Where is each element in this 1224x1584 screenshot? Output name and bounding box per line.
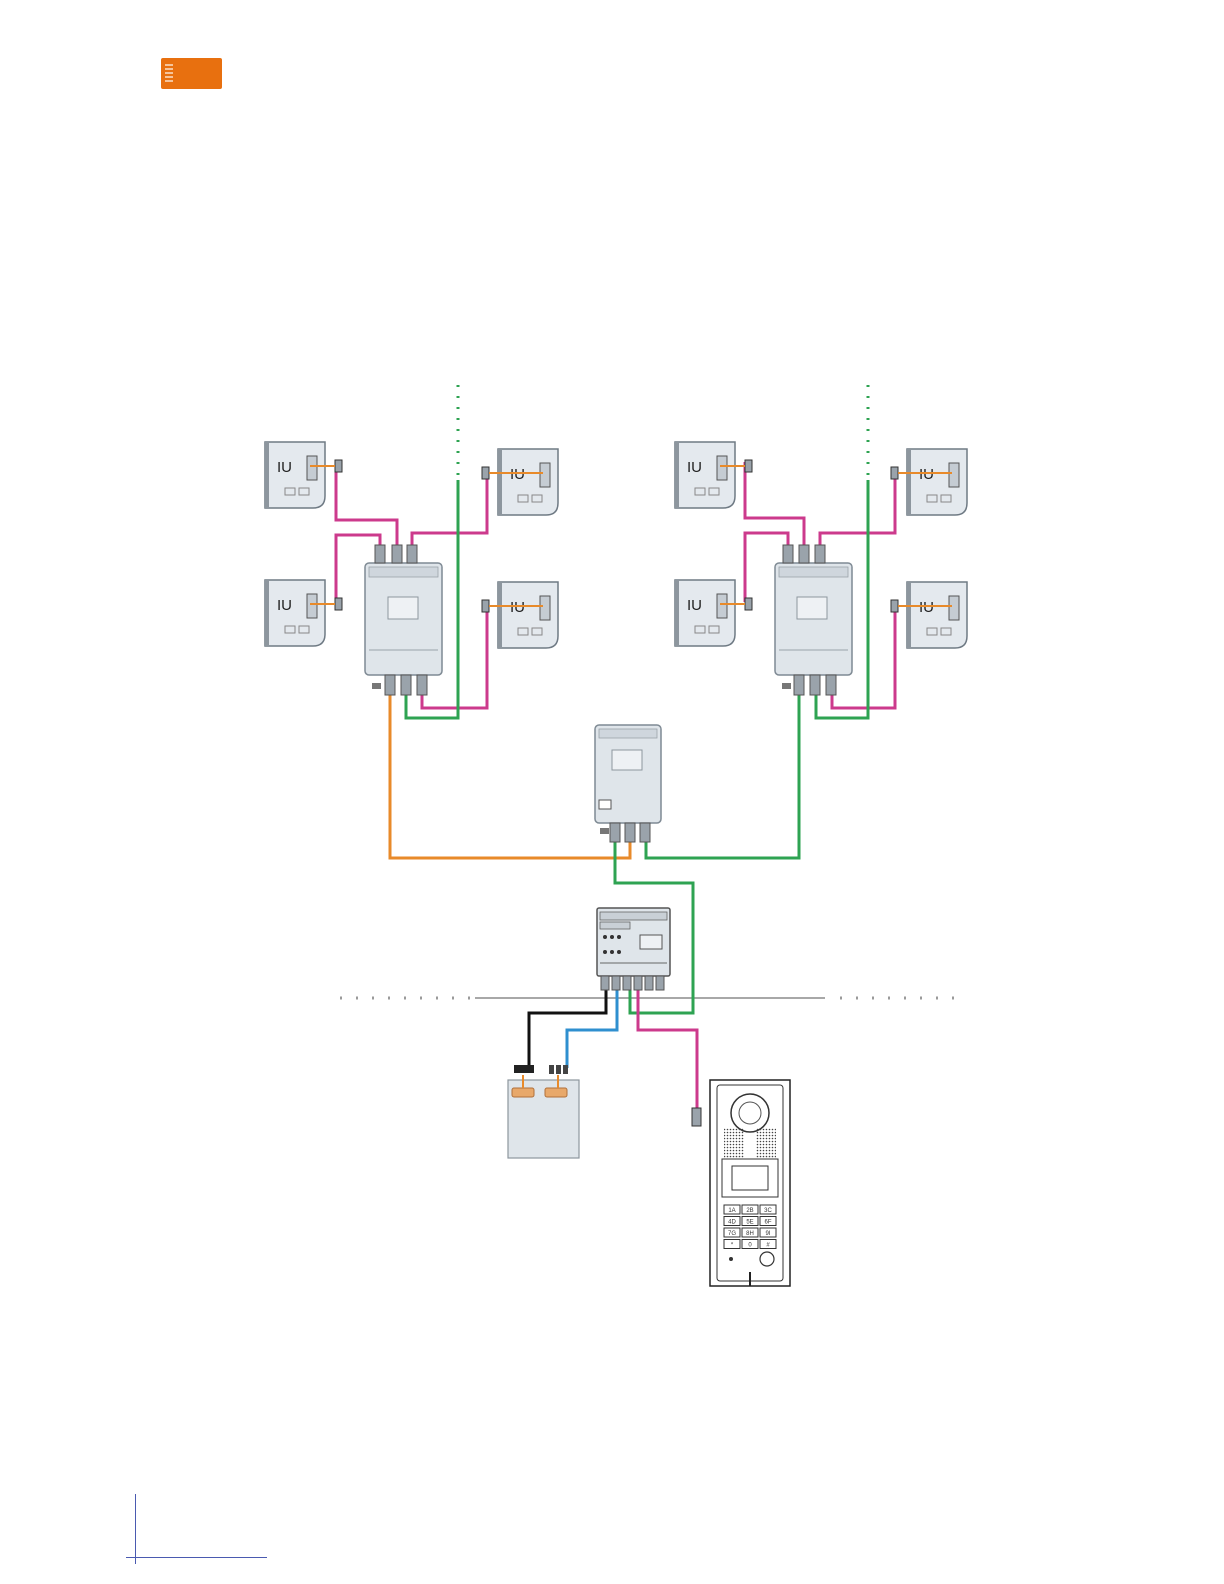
indoor-unit-label: IU [277, 597, 292, 614]
controller-unit [597, 908, 670, 990]
distributor-right [775, 545, 852, 695]
call-button [760, 1252, 774, 1266]
indoor-unit: IU [265, 580, 342, 646]
indoor-unit-label: IU [687, 597, 702, 614]
indoor-unit: IU [265, 442, 342, 508]
wire-green [646, 695, 799, 858]
indoor-unit: IU [891, 449, 967, 515]
distributor-left [365, 545, 442, 695]
indoor-unit-label: IU [687, 459, 702, 476]
keypad-key-label: 3C [764, 1208, 772, 1214]
margin-rule-horizontal [126, 1557, 267, 1558]
distributor-center [595, 725, 661, 842]
indoor-unit-label: IU [510, 466, 525, 483]
indoor-unit: IU [891, 582, 967, 648]
keypad-key-label: 9I [765, 1231, 770, 1237]
keypad-key-label: 8H [746, 1231, 754, 1237]
indoor-unit-label: IU [510, 599, 525, 616]
indoor-unit: IU [482, 582, 558, 648]
keypad-key-label: 7G [728, 1231, 736, 1237]
wire-blue [567, 990, 617, 1068]
keypad-key-label: 4D [728, 1220, 736, 1226]
keypad-key-label: 1A [728, 1208, 735, 1214]
wire-magenta [820, 467, 895, 548]
power-supply [508, 1065, 579, 1158]
indoor-unit-label: IU [919, 466, 934, 483]
indoor-unit-label: IU [277, 459, 292, 476]
margin-rule-vertical [135, 1494, 136, 1564]
keypad-key-label: 5E [746, 1220, 753, 1226]
wire-magenta [412, 470, 487, 548]
indoor-unit: IU [675, 580, 752, 646]
indoor-unit: IU [482, 449, 558, 515]
indoor-unit-label: IU [919, 599, 934, 616]
keypad-key-label: 2B [746, 1208, 753, 1214]
indoor-unit: IU [675, 442, 752, 508]
keypad-key-label: 6F [764, 1220, 771, 1226]
wire-magenta [638, 990, 697, 1110]
wire-magenta [745, 462, 804, 548]
